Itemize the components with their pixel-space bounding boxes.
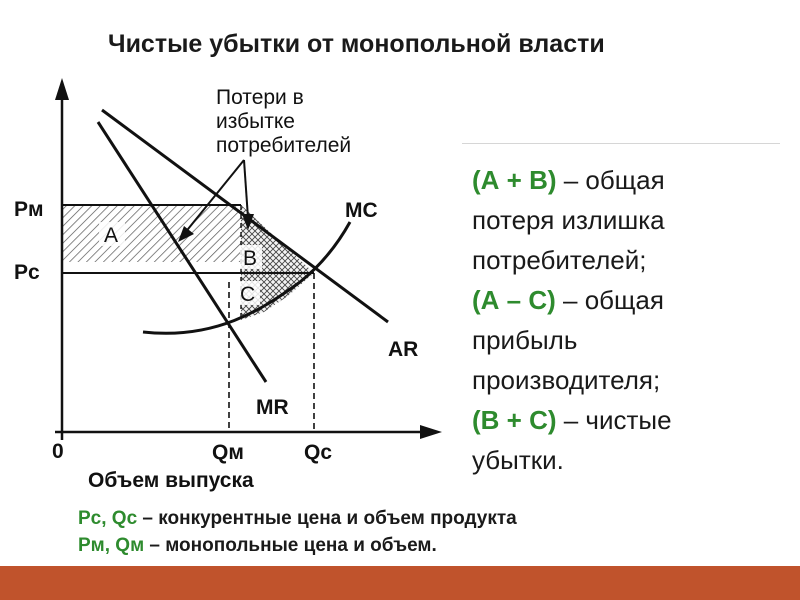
pm-label: Pм [14,198,44,221]
explanation-key-a-minus-c: (А – С) [472,285,556,315]
explanation-key-a-plus-b: (А + В) [472,165,557,195]
x-axis-arrow-icon [420,425,442,439]
callout-line-3: потребителей [216,134,351,157]
callout-line-2: избытке [216,110,295,133]
ar-label: AR [388,338,418,361]
region-a [62,205,241,262]
callout-arrow-a-head-icon [178,226,194,242]
explanation-key-b-plus-c: (В + С) [472,405,557,435]
divider-line [462,143,780,144]
footnote-competitive: Рс, Qс – конкурентные цена и объем проду… [78,508,517,529]
qc-label: Qс [304,441,332,464]
explanation-line-3: потребителей; [472,245,647,275]
explanation-line-6: производителя; [472,365,661,395]
mr-label: MR [256,396,289,419]
explanation-block: (А + В) – общая потеря излишка потребите… [472,160,792,480]
explanation-line-8: убытки. [472,445,564,475]
mc-label: MC [345,199,378,222]
explanation-line-2: потеря излишка [472,205,665,235]
callout-line-1: Потери в [216,86,304,109]
explanation-line-4: (А – С) – общая [472,285,664,315]
callout-arrow-b-head-icon [242,214,254,230]
explanation-line-7: (В + С) – чистые [472,405,672,435]
region-c-label: C [240,283,255,306]
pc-label: Pс [14,261,40,284]
footnotes: Рс, Qс – конкурентные цена и объем проду… [78,505,517,559]
mr-curve [96,121,268,383]
callout-arrow-b [243,159,249,219]
explanation-line-1: (А + В) – общая [472,165,665,195]
explanation-line-5: прибыль [472,325,578,355]
y-axis-arrow-icon [55,78,69,100]
footnote-monopoly: Рм, Qм – монопольные цена и объем. [78,535,437,556]
region-b-label: B [243,247,257,270]
origin-label: 0 [52,440,64,463]
region-a-label: A [104,224,118,247]
qm-label: Qм [212,441,244,464]
callout-arrow-a [183,159,245,235]
x-axis-title: Объем выпуска [88,469,254,492]
bottom-color-band [0,566,800,600]
mc-curve [142,221,352,335]
slide-title: Чистые убытки от монопольной власти [108,30,605,58]
